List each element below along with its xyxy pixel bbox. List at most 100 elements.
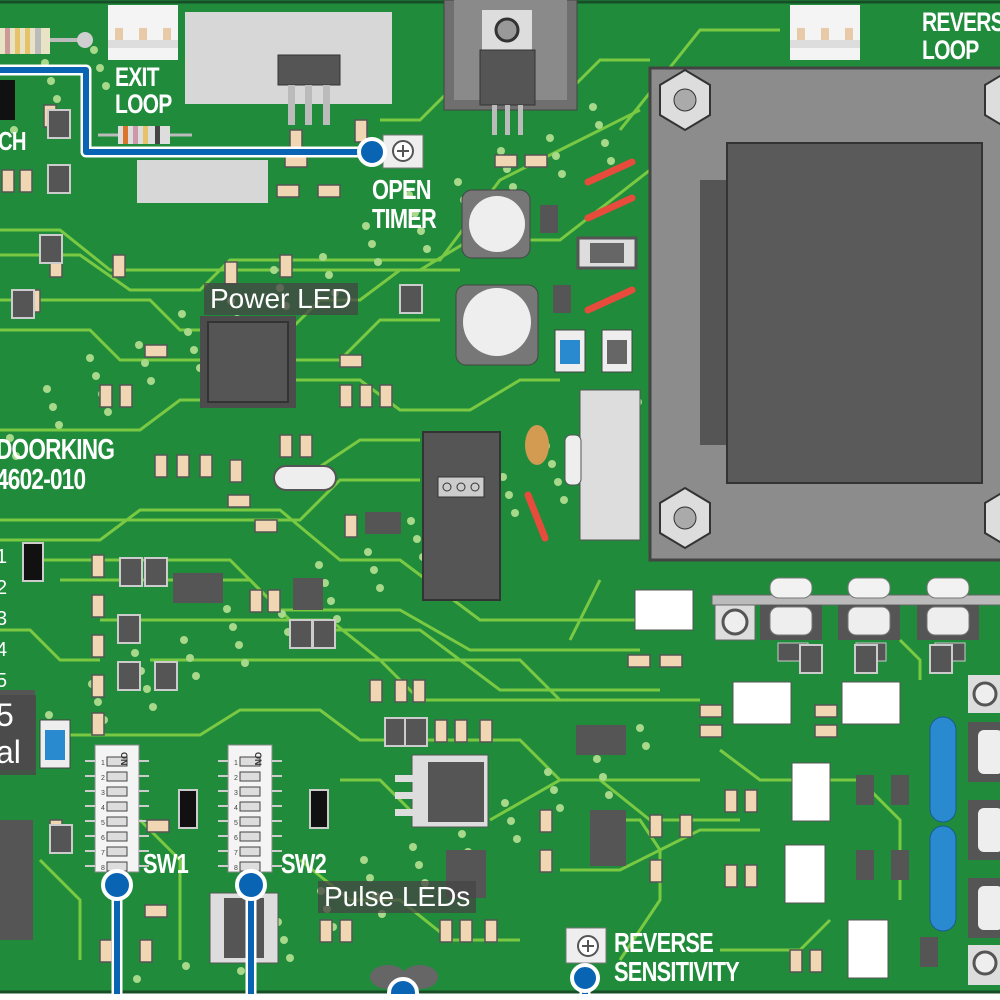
via [362,222,370,230]
dip-lever[interactable] [106,771,128,782]
via [552,152,560,160]
via [10,126,18,134]
via [178,310,186,318]
smd-resistor [524,154,548,168]
smd-capacitor [119,557,143,587]
via [92,372,100,380]
svg-text:1: 1 [101,760,105,767]
via [544,768,552,776]
dip-lever[interactable] [239,816,261,827]
svg-text:3: 3 [101,790,105,797]
dip-lever[interactable] [239,771,261,782]
via [327,597,335,605]
dip-lever[interactable] [106,846,128,857]
via [49,403,57,411]
smd-resistor [112,254,126,278]
via [593,755,601,763]
smd-resistor [91,634,105,658]
ic-chip-center [422,431,501,601]
sw1-on-label: ON [119,752,129,766]
via [417,227,425,235]
dip-lever[interactable] [239,831,261,842]
via [143,685,151,693]
resistor-exit-loop [98,126,192,144]
smd-resistor [299,434,313,458]
via [366,874,374,882]
sw2-label: SW2 [281,848,327,879]
smd-capacitor [154,661,178,691]
smd-resistor [789,949,803,973]
via [325,271,333,279]
smd-resistor [484,919,498,943]
smd-resistor [99,384,113,408]
dip-lever[interactable] [239,756,261,767]
via [286,954,294,962]
dip-lever[interactable] [239,786,261,797]
smd-capacitor [312,619,336,649]
via [546,134,554,142]
svg-text:4: 4 [101,805,105,812]
svg-text:5: 5 [101,820,105,827]
smd-resistor [724,789,738,813]
via [6,434,14,442]
smd-resistor [744,789,758,813]
via [558,170,566,178]
dip-lever[interactable] [106,816,128,827]
via [241,659,249,667]
via [182,962,190,970]
smd-resistor [91,674,105,698]
dip-lever[interactable] [106,831,128,842]
via [411,209,419,217]
open-timer-potentiometer[interactable] [382,134,424,169]
smd-resistor [249,589,263,613]
dip-lever[interactable] [106,786,128,797]
smd-resistor [434,719,448,743]
via [55,421,63,429]
power-led-label: Power LED [204,283,358,315]
smd-resistor [412,679,426,703]
smd-resistor [154,454,168,478]
via [554,478,562,486]
via [104,408,112,416]
smd-resistor [369,679,383,703]
smd-resistor [627,654,651,668]
dip-lever[interactable] [239,846,261,857]
smd-resistor [814,704,838,718]
via [86,354,94,362]
svg-text:4: 4 [234,805,238,812]
smd-resistor [199,454,213,478]
via [405,191,413,199]
svg-text:2: 2 [234,775,238,782]
via [599,773,607,781]
via [368,240,376,248]
dip-lever[interactable] [106,801,128,812]
smd-resistor [339,919,353,943]
via [595,121,603,129]
smd-resistor [229,459,243,483]
smd-resistor [454,719,468,743]
smd-resistor [539,809,553,833]
via [192,672,200,680]
smd-capacitor [854,644,878,674]
via [94,698,102,706]
exit-loop-connector [108,5,178,60]
via [407,517,415,525]
smd-resistor [144,904,168,918]
dip-lever[interactable] [106,756,128,767]
via [53,95,61,103]
via [601,139,609,147]
smd-resistor [699,724,723,738]
transformer [648,66,1000,562]
reverse-sensitivity-potentiometer[interactable] [565,927,607,964]
smd-resistor [649,859,663,883]
via [607,157,615,165]
via [147,377,155,385]
smd-resistor [267,589,281,613]
dip-lever[interactable] [239,801,261,812]
smd-resistor [99,939,113,963]
via [43,385,51,393]
via [415,861,423,869]
